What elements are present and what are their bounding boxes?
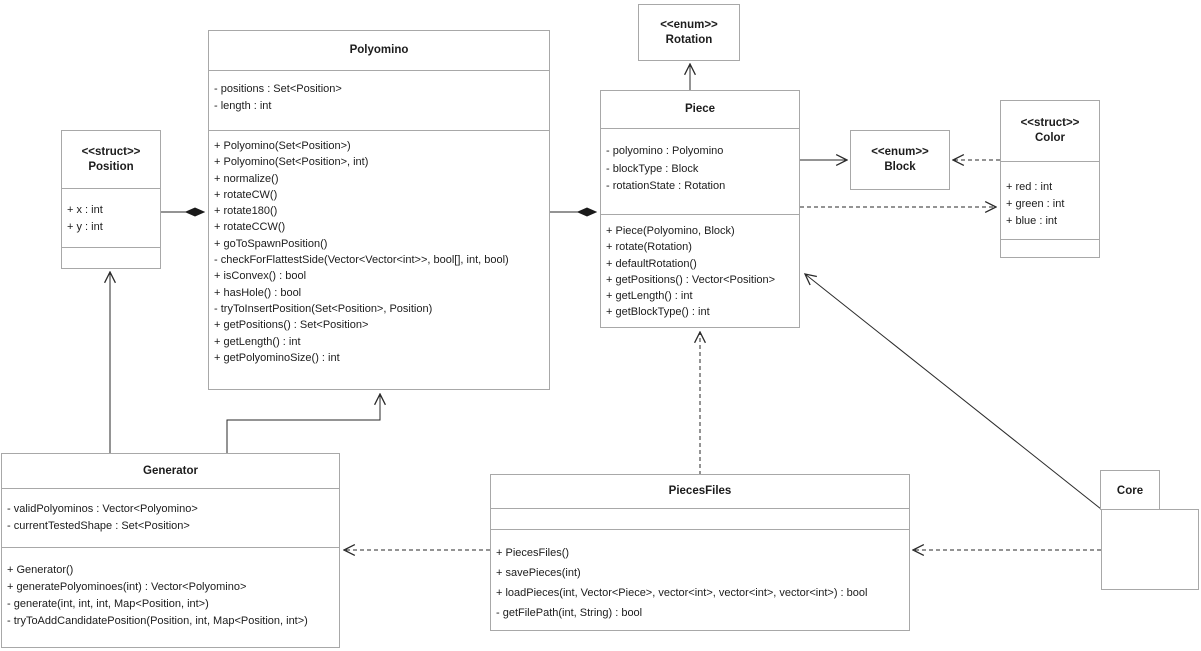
class-rotation-title: <<enum>> Rotation — [639, 5, 739, 60]
method: + getLength() : int — [606, 290, 693, 303]
stereotype: <<struct>> — [1020, 117, 1080, 129]
attribute: - length : int — [214, 100, 272, 112]
method: + getPolyominoSize() : int — [214, 351, 340, 364]
attribute: - currentTestedShape : Set<Position> — [7, 520, 190, 532]
attribute: - positions : Set<Position> — [214, 83, 342, 95]
method: + normalize() — [214, 172, 279, 185]
package-core-body — [1101, 509, 1199, 590]
class-position-title: <<struct>> Position — [62, 131, 160, 189]
method: + Generator() — [7, 564, 74, 576]
method: + defaultRotation() — [606, 257, 697, 270]
class-piecesfiles[interactable]: PiecesFiles + PiecesFiles() + savePieces… — [490, 474, 910, 631]
method: + savePieces(int) — [496, 567, 581, 579]
class-block[interactable]: <<enum>> Block — [850, 130, 950, 190]
class-name: Polyomino — [349, 44, 409, 56]
attribute: + green : int — [1006, 198, 1065, 210]
attribute: - rotationState : Rotation — [606, 180, 726, 192]
class-piece-methods: + Piece(Polyomino, Block) + rotate(Rotat… — [601, 215, 799, 327]
class-polyomino-methods: + Polyomino(Set<Position>) + Polyomino(S… — [209, 131, 549, 389]
method: - tryToAddCandidatePosition(Position, in… — [7, 615, 308, 627]
attribute: - blockType : Block — [606, 162, 699, 175]
stereotype: <<enum>> — [660, 18, 718, 31]
method: + hasHole() : bool — [214, 286, 302, 299]
package-core-tab: Core — [1100, 470, 1160, 510]
method: + rotate180() — [214, 205, 278, 218]
class-color-attributes: + red : int + green : int + blue : int — [1001, 162, 1099, 240]
class-generator-attributes: - validPolyominos : Vector<Polyomino> - … — [2, 489, 339, 548]
class-color-title: <<struct>> Color — [1001, 101, 1099, 162]
class-polyomino[interactable]: Polyomino - positions : Set<Position> - … — [208, 30, 550, 390]
class-name: Generator — [143, 464, 198, 477]
class-piece-attributes: - polyomino : Polyomino - blockType : Bl… — [601, 129, 799, 215]
method: + Polyomino(Set<Position>) — [214, 140, 351, 152]
stereotype: <<struct>> — [81, 145, 141, 158]
method: + rotate(Rotation) — [606, 241, 692, 254]
class-generator-methods: + Generator() + generatePolyominoes(int)… — [2, 548, 339, 647]
class-name: Color — [1034, 132, 1066, 144]
method: + getBlockType() : int — [606, 306, 710, 319]
method: - tryToInsertPosition(Set<Position>, Pos… — [214, 302, 433, 315]
class-name: Block — [884, 161, 916, 173]
method: + rotateCW() — [214, 188, 278, 201]
class-rotation[interactable]: <<enum>> Rotation — [638, 4, 740, 61]
class-generator[interactable]: Generator - validPolyominos : Vector<Pol… — [1, 453, 340, 648]
method: + loadPieces(int, Vector<Piece>, vector<… — [496, 587, 868, 599]
class-name: Rotation — [665, 33, 713, 46]
method: + getPositions() : Vector<Position> — [606, 273, 776, 286]
class-color-methods-empty — [1001, 240, 1099, 257]
method: + isConvex() : bool — [214, 270, 307, 283]
method: + Polyomino(Set<Position>, int) — [214, 156, 369, 169]
attribute: - polyomino : Polyomino — [606, 145, 724, 157]
class-color[interactable]: <<struct>> Color + red : int + green : i… — [1000, 100, 1100, 258]
stereotype: <<enum>> — [871, 146, 929, 158]
class-name: PiecesFiles — [668, 485, 732, 497]
method: + generatePolyominoes(int) : Vector<Poly… — [7, 581, 247, 593]
class-piece[interactable]: Piece - polyomino : Polyomino - blockTyp… — [600, 90, 800, 328]
class-position-attributes: + x : int + y : int — [62, 189, 160, 248]
class-piece-title: Piece — [601, 91, 799, 129]
method: + Piece(Polyomino, Block) — [606, 225, 735, 237]
attribute: + blue : int — [1006, 215, 1058, 227]
class-polyomino-attributes: - positions : Set<Position> - length : i… — [209, 71, 549, 131]
method: + getLength() : int — [214, 335, 301, 348]
class-polyomino-title: Polyomino — [209, 31, 549, 71]
class-block-title: <<enum>> Block — [851, 131, 949, 189]
class-generator-title: Generator — [2, 454, 339, 489]
method: - generate(int, int, int, Map<Position, … — [7, 598, 209, 610]
class-piecesfiles-title: PiecesFiles — [491, 475, 909, 509]
class-position[interactable]: <<struct>> Position + x : int + y : int — [61, 130, 161, 269]
class-position-methods-empty — [62, 248, 160, 268]
method: - getFilePath(int, String) : bool — [496, 607, 643, 619]
attribute: + x : int — [67, 204, 103, 216]
class-name: Piece — [684, 103, 716, 115]
method: - checkForFlattestSide(Vector<Vector<int… — [214, 254, 509, 267]
method: + rotateCCW() — [214, 221, 286, 234]
class-piecesfiles-methods: + PiecesFiles() + savePieces(int) + load… — [491, 530, 909, 630]
attribute: + red : int — [1006, 181, 1053, 193]
method: + goToSpawnPosition() — [214, 237, 328, 250]
class-piecesfiles-attributes-empty — [491, 509, 909, 530]
package-name: Core — [1116, 484, 1144, 497]
method: + getPositions() : Set<Position> — [214, 319, 369, 332]
edge-generator-polyomino — [226, 394, 380, 453]
attribute: + y : int — [67, 221, 103, 233]
class-name: Position — [88, 160, 134, 173]
attribute: - validPolyominos : Vector<Polyomino> — [7, 503, 198, 515]
method: + PiecesFiles() — [496, 547, 570, 559]
